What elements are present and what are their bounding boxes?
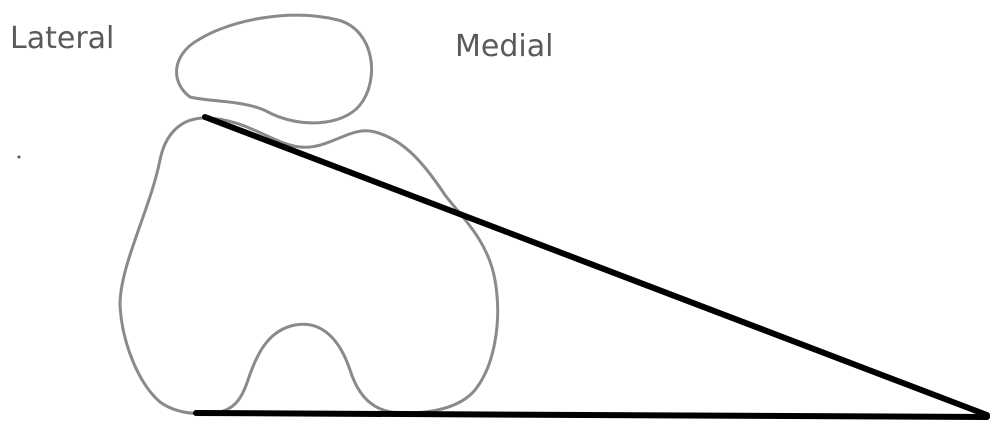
lateral-label: Lateral bbox=[10, 24, 114, 54]
baseline-reference-line bbox=[196, 413, 987, 417]
femur-condyles-outline bbox=[120, 118, 498, 414]
medial-label: Medial bbox=[455, 32, 553, 62]
oblique-reference-line bbox=[205, 117, 987, 415]
patella-outline bbox=[177, 15, 372, 123]
marker-dot bbox=[18, 156, 21, 159]
